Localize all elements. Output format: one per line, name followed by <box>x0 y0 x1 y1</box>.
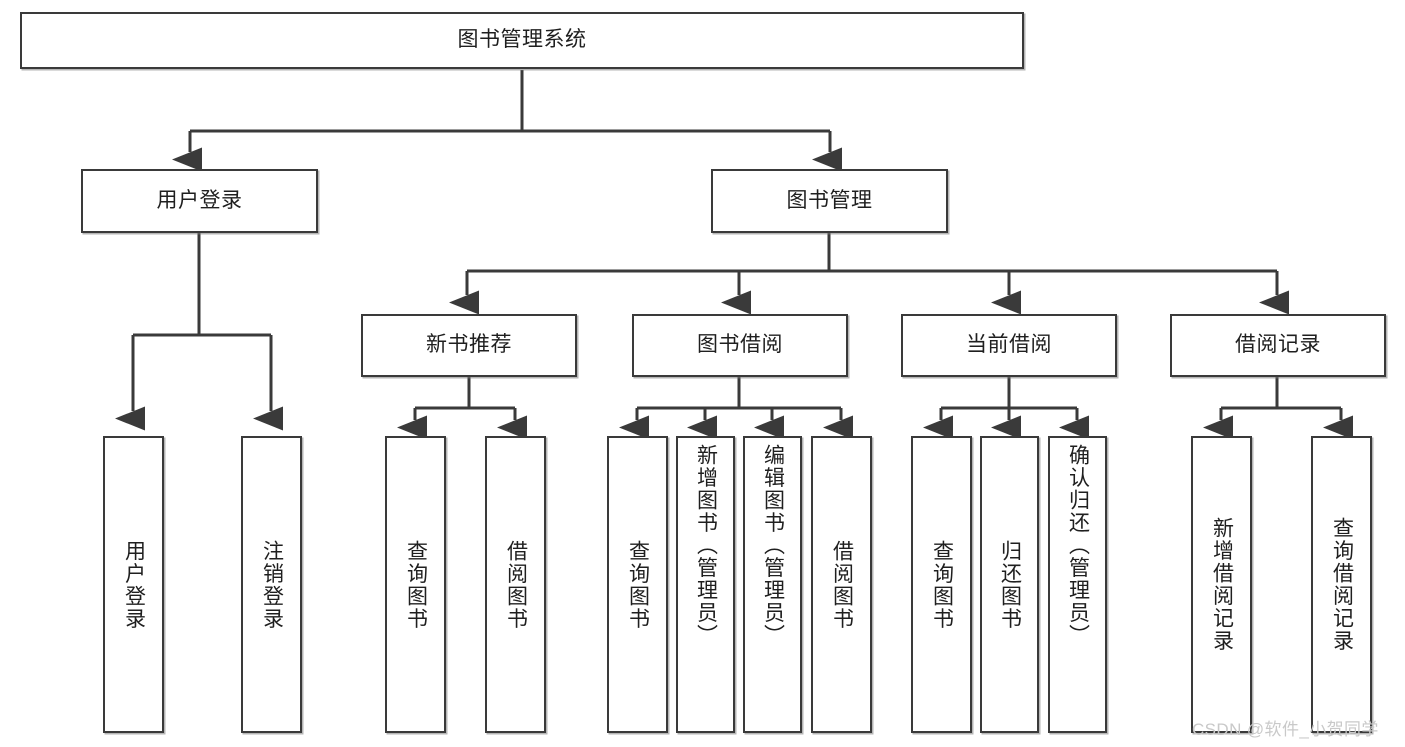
node-book-manage-label: 图书管理 <box>786 188 873 212</box>
node-borrow-record-label: 借阅记录 <box>1235 333 1321 357</box>
node-leaf-borrow-book-2[interactable]: 借阅图书 <box>811 436 872 733</box>
node-leaf-query-record-label: 查询借阅记录 <box>1330 517 1354 652</box>
node-leaf-return-book-label: 归还图书 <box>998 539 1022 630</box>
node-leaf-logout-label: 注销登录 <box>260 539 284 630</box>
node-leaf-query-book-2[interactable]: 查询图书 <box>607 436 668 733</box>
node-leaf-add-record[interactable]: 新增借阅记录 <box>1191 436 1252 733</box>
node-user-login[interactable]: 用户登录 <box>81 169 318 233</box>
node-leaf-query-book-1[interactable]: 查询图书 <box>385 436 446 733</box>
node-leaf-logout[interactable]: 注销登录 <box>241 436 302 733</box>
node-leaf-return-book[interactable]: 归还图书 <box>980 436 1039 733</box>
node-leaf-user-login[interactable]: 用户登录 <box>103 436 164 733</box>
node-leaf-add-book[interactable]: 新增图书（管理员） <box>676 436 735 733</box>
node-leaf-query-record[interactable]: 查询借阅记录 <box>1311 436 1372 733</box>
node-leaf-confirm-return[interactable]: 确认归还（管理员） <box>1048 436 1107 733</box>
node-leaf-query-book-1-label: 查询图书 <box>404 539 428 630</box>
node-new-book-recommend[interactable]: 新书推荐 <box>361 314 577 377</box>
node-leaf-borrow-book-1[interactable]: 借阅图书 <box>485 436 546 733</box>
node-book-borrow[interactable]: 图书借阅 <box>632 314 848 377</box>
node-leaf-confirm-return-label: 确认归还（管理员） <box>1066 444 1090 647</box>
node-book-borrow-label: 图书借阅 <box>697 333 783 357</box>
node-leaf-user-login-label: 用户登录 <box>122 539 146 630</box>
node-new-book-recommend-label: 新书推荐 <box>426 333 512 357</box>
node-leaf-add-book-label: 新增图书（管理员） <box>694 444 718 647</box>
node-leaf-add-record-label: 新增借阅记录 <box>1210 517 1234 652</box>
node-leaf-borrow-book-2-label: 借阅图书 <box>830 539 854 630</box>
node-root[interactable]: 图书管理系统 <box>20 12 1024 69</box>
node-leaf-query-book-3[interactable]: 查询图书 <box>911 436 972 733</box>
node-leaf-edit-book[interactable]: 编辑图书（管理员） <box>743 436 802 733</box>
node-root-label: 图书管理系统 <box>457 28 587 52</box>
node-leaf-query-book-3-label: 查询图书 <box>930 539 954 630</box>
node-current-borrow-label: 当前借阅 <box>966 333 1052 357</box>
node-book-manage[interactable]: 图书管理 <box>711 169 948 233</box>
csdn-watermark: CSDN @软件_小贺同学 <box>1192 720 1379 739</box>
node-leaf-edit-book-label: 编辑图书（管理员） <box>761 444 785 647</box>
node-leaf-borrow-book-1-label: 借阅图书 <box>504 539 528 630</box>
node-borrow-record[interactable]: 借阅记录 <box>1170 314 1386 377</box>
node-leaf-query-book-2-label: 查询图书 <box>626 539 650 630</box>
node-current-borrow[interactable]: 当前借阅 <box>901 314 1117 377</box>
node-user-login-label: 用户登录 <box>156 188 243 212</box>
